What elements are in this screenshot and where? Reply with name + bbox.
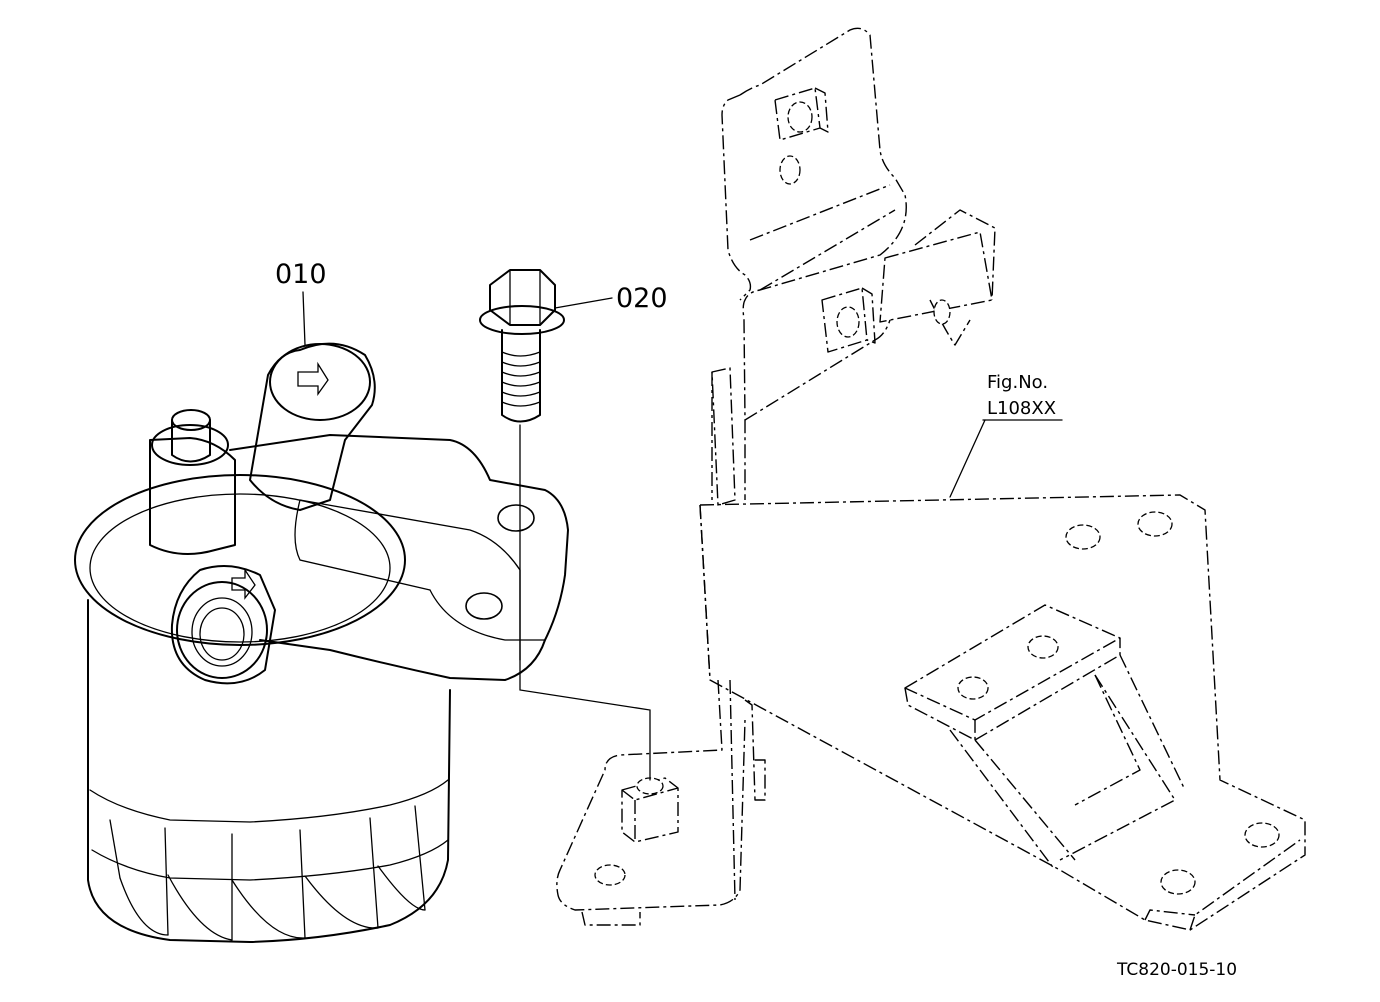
leader-figno (949, 419, 986, 498)
fuel-filter-assembly (74, 342, 569, 943)
figure-number-value: L108XX (987, 398, 1056, 419)
mounting-bracket (556, 27, 1306, 931)
leader-010 (302, 291, 306, 346)
flange-bolt (479, 269, 565, 423)
figure-number-label: Fig.No. (987, 372, 1048, 393)
assembly-lines (302, 291, 1063, 781)
callout-010: 010 (275, 259, 327, 290)
drawing-code: TC820-015-10 (1116, 960, 1237, 980)
leader-020 (554, 297, 613, 309)
callout-020: 020 (616, 283, 668, 314)
